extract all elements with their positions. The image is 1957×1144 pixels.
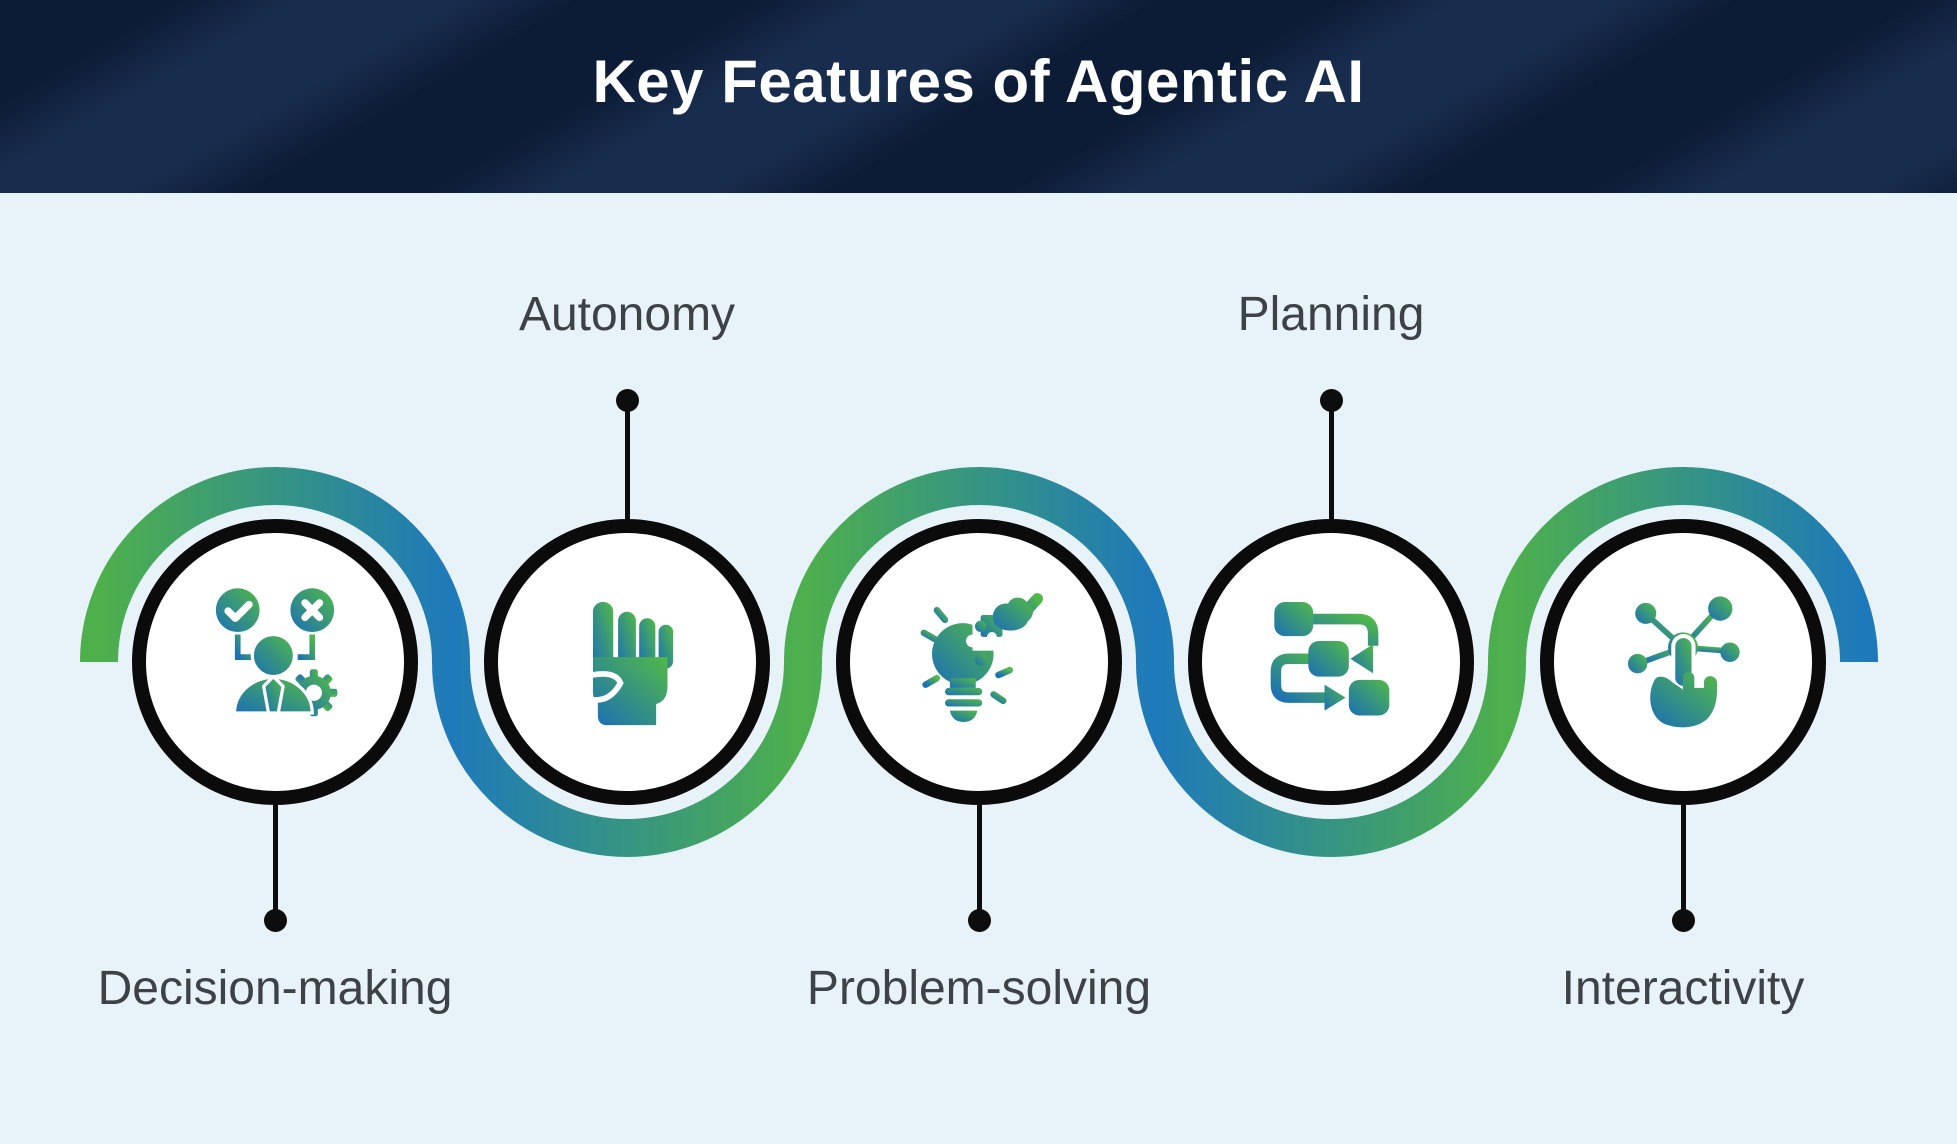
lightbulb-puzzle-icon bbox=[914, 593, 1043, 722]
feature-circle bbox=[484, 519, 770, 805]
connector-dot bbox=[1671, 909, 1695, 932]
feature-label: Problem-solving bbox=[806, 962, 1152, 1015]
connector-line bbox=[272, 803, 278, 911]
connector-dot bbox=[1319, 389, 1343, 412]
feature-circle bbox=[1540, 519, 1826, 805]
feature-label: Interactivity bbox=[1561, 962, 1805, 1015]
raised-fist-icon bbox=[587, 602, 674, 726]
workflow-arrows-icon bbox=[1270, 602, 1390, 716]
page-title: Key Features of Agentic AI bbox=[592, 48, 1365, 115]
header-banner: Key Features of Agentic AI bbox=[0, 0, 1957, 193]
feature-circle bbox=[836, 519, 1122, 805]
feature-label: Autonomy bbox=[518, 288, 736, 341]
touch-network-icon bbox=[1627, 596, 1740, 728]
decision-making-icon bbox=[215, 588, 338, 717]
connector-dot bbox=[263, 909, 287, 932]
wave-ribbon-path bbox=[80, 467, 1878, 857]
connector-dot bbox=[967, 909, 991, 932]
feature-circle bbox=[1188, 519, 1474, 805]
connector-line bbox=[624, 409, 630, 521]
connector-dot bbox=[615, 389, 639, 412]
connector-line bbox=[976, 803, 982, 911]
connector-line bbox=[1328, 409, 1334, 521]
feature-circle bbox=[132, 519, 418, 805]
feature-label: Decision-making bbox=[97, 962, 453, 1015]
feature-label: Planning bbox=[1237, 288, 1425, 341]
connector-line bbox=[1680, 803, 1686, 911]
